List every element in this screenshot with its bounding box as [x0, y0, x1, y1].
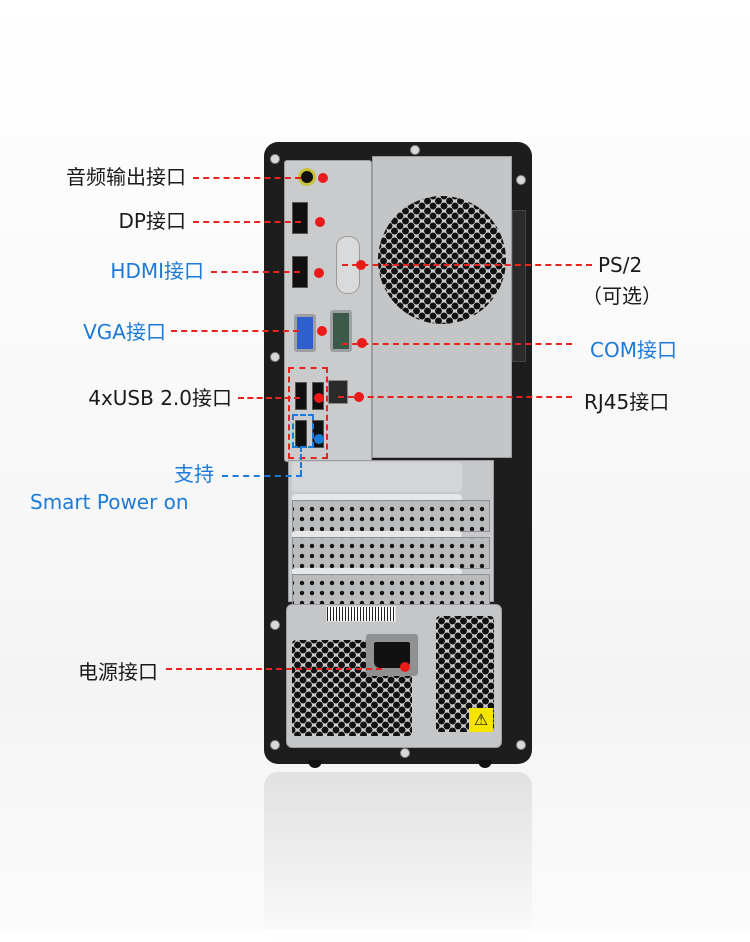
rj45-port — [328, 380, 348, 404]
smart-power-outline — [292, 414, 314, 448]
callout-dot-dp — [315, 217, 325, 227]
screw-icon — [270, 154, 280, 164]
callout-dot-usb — [314, 393, 324, 403]
callout-line-com — [342, 343, 572, 345]
fan-grill — [378, 196, 506, 324]
label-smart-power-line1: 支持 — [174, 462, 214, 486]
screw-icon — [516, 740, 526, 750]
dp-port — [292, 202, 308, 234]
screw-icon — [516, 175, 526, 185]
label-ps2-line1: PS/2 — [598, 253, 643, 277]
callout-dot-rj45 — [354, 392, 364, 402]
label-vga: VGA接口 — [83, 320, 166, 344]
expansion-slot-cover — [292, 574, 490, 606]
label-smart-power-line2: Smart Power on — [30, 490, 189, 514]
slot-bar — [292, 568, 462, 576]
callout-line-hdmi — [211, 271, 300, 273]
barcode-label — [326, 606, 396, 622]
callout-vline-smart-power — [300, 446, 302, 476]
screw-icon — [270, 620, 280, 630]
usb-group-outline — [288, 367, 328, 459]
label-ps2-line2: （可选） — [582, 284, 662, 308]
callout-line-ps2 — [342, 264, 592, 266]
callout-line-dp — [193, 221, 301, 223]
expansion-slot-cover — [292, 500, 490, 532]
slot-bar — [292, 531, 462, 539]
callout-dot-smart-power — [314, 434, 324, 444]
foot — [308, 760, 322, 768]
screw-icon — [270, 352, 280, 362]
screw-icon — [410, 145, 420, 155]
label-power: 电源接口 — [78, 660, 158, 684]
callout-line-rj45 — [338, 396, 572, 398]
right-rail — [512, 210, 526, 362]
label-usb: 4xUSB 2.0接口 — [88, 386, 232, 410]
label-audio-output: 音频输出接口 — [66, 165, 186, 189]
expansion-slot-cover — [292, 537, 490, 569]
label-hdmi: HDMI接口 — [110, 259, 204, 283]
callout-line-usb — [238, 397, 300, 399]
slot-bar — [292, 462, 462, 492]
callout-line-smart-power — [222, 475, 302, 477]
callout-dot-audio — [318, 173, 328, 183]
warning-label: ⚠ — [469, 708, 493, 732]
callout-dot-hdmi — [314, 268, 324, 278]
label-com: COM接口 — [590, 338, 677, 362]
floor-reflection — [264, 772, 532, 942]
slot-bar — [292, 494, 462, 502]
warning-icon: ⚠ — [473, 710, 489, 729]
callout-dot-vga — [317, 326, 327, 336]
vga-port — [294, 314, 316, 352]
callout-dot-ps2 — [356, 260, 366, 270]
usb-port — [295, 382, 307, 410]
callout-line-vga — [171, 330, 299, 332]
callout-line-power — [166, 668, 382, 670]
callout-line-audio — [193, 177, 301, 179]
com-port — [330, 310, 352, 352]
screw-icon — [400, 748, 410, 758]
foot — [478, 760, 492, 768]
label-dp: DP接口 — [118, 209, 186, 233]
label-rj45: RJ45接口 — [584, 390, 670, 414]
screw-icon — [270, 740, 280, 750]
callout-dot-com — [357, 338, 367, 348]
callout-dot-power — [400, 662, 410, 672]
